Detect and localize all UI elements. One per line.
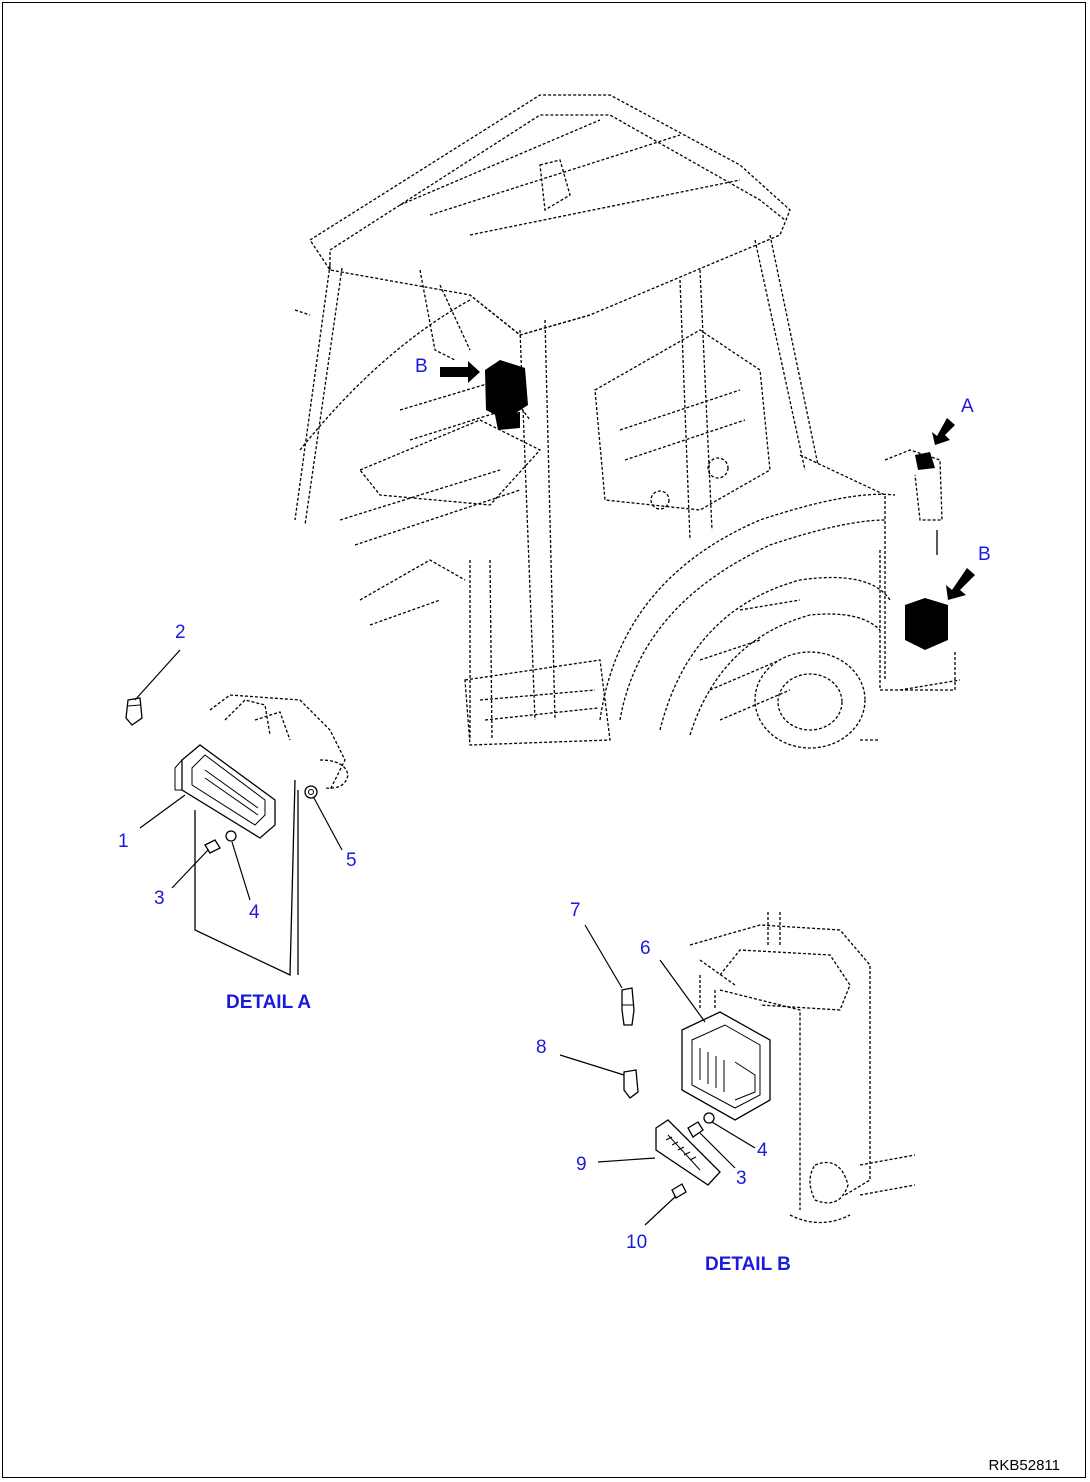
screw-part-10	[671, 1183, 687, 1199]
view-label-a: A	[961, 396, 974, 417]
part-callout-9: 9	[576, 1154, 587, 1175]
view-label-b-side: B	[978, 544, 991, 565]
view-arrow-b-side	[946, 568, 975, 600]
detail-a-label: DETAIL A	[226, 992, 311, 1013]
part-callout-8: 8	[536, 1037, 547, 1058]
part-callout-6: 6	[640, 938, 651, 959]
part-callout-3b: 3	[736, 1168, 747, 1189]
part-callout-3a: 3	[154, 888, 165, 909]
view-arrows	[440, 361, 975, 600]
detail-a-drawing	[125, 694, 349, 977]
washer-part-4a	[225, 830, 237, 842]
side-bracket-assembly	[879, 449, 961, 691]
leader-lines	[134, 649, 756, 1226]
fuse-box-part-9	[655, 1119, 721, 1186]
control-box-on-cab	[485, 360, 528, 430]
nut-part-5	[304, 785, 318, 799]
connector-part-1	[181, 744, 276, 839]
part-callout-4b: 4	[757, 1140, 768, 1161]
fuse-part-7	[621, 987, 635, 1026]
part-callout-7: 7	[570, 900, 581, 921]
detail-b-label: DETAIL B	[705, 1254, 791, 1275]
part-callout-4a: 4	[249, 902, 260, 923]
rear-tire	[659, 576, 891, 731]
detail-b-drawing	[621, 912, 916, 1224]
fuse-part-8	[623, 1069, 639, 1099]
rear-fender	[599, 493, 896, 721]
part-callout-1: 1	[118, 831, 129, 852]
view-arrow-a	[932, 418, 955, 445]
callout-labels: B A B 2 1 5 3 4 DETAIL A 7 6 8 4 9 3 10 …	[118, 356, 991, 1275]
part-callout-5: 5	[346, 850, 357, 871]
washer-part-4b	[703, 1112, 715, 1124]
screw-part-3b	[687, 1121, 704, 1138]
view-arrow-b-cab	[440, 361, 480, 383]
cab-pillar-left	[294, 264, 343, 526]
relay-box-part-6	[681, 1011, 771, 1121]
drawing-id: RKB52811	[989, 1457, 1060, 1474]
part-callout-10: 10	[626, 1232, 647, 1253]
fuse-part-2	[125, 697, 143, 726]
cab-overview	[294, 94, 896, 749]
view-label-b-cab: B	[415, 356, 428, 377]
part-callout-2: 2	[175, 622, 186, 643]
cab-roof	[309, 94, 791, 336]
